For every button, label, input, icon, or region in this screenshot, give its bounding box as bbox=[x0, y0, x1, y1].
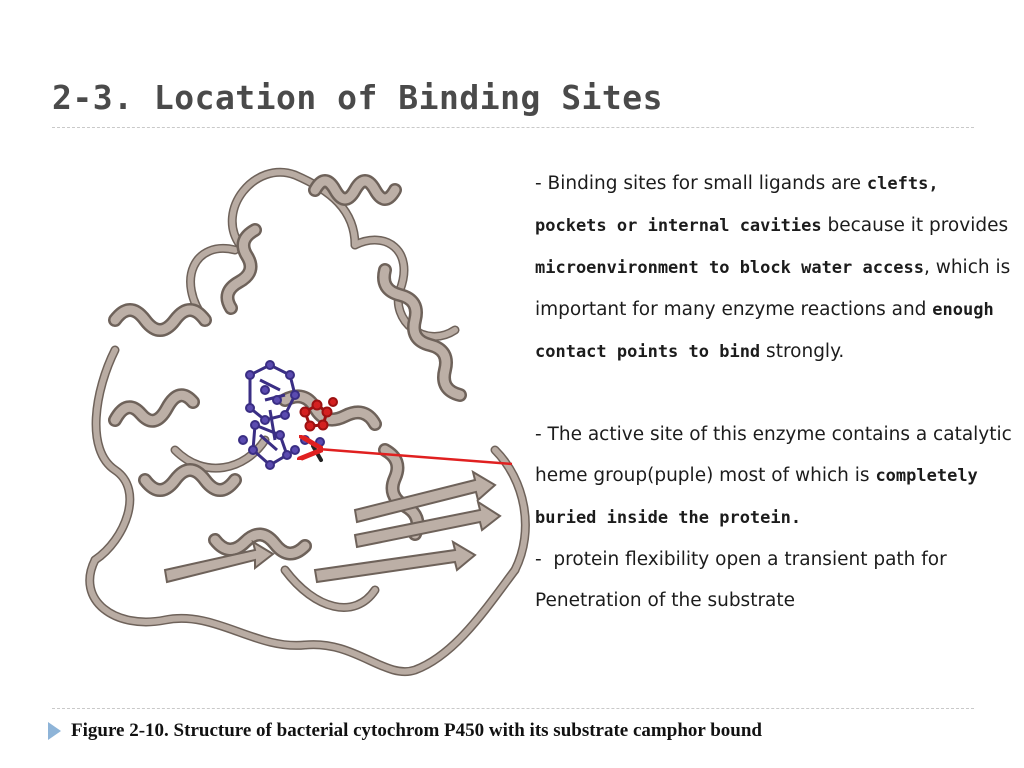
heme-group bbox=[238, 360, 325, 470]
caption-divider bbox=[52, 708, 974, 709]
beta-strands bbox=[163, 469, 502, 584]
paragraph-active-site: - The active site of this enzyme contain… bbox=[535, 424, 1012, 528]
slide-title: 2-3. Location of Binding Sites bbox=[52, 78, 664, 117]
ribbon-loops-fill bbox=[86, 169, 529, 675]
caption-text: Figure 2-10. Structure of bacterial cyto… bbox=[71, 720, 762, 741]
camphor-substrate bbox=[299, 397, 338, 432]
paragraph-spacer bbox=[535, 373, 1020, 414]
paragraph-binding-sites: - Binding sites for small ligands are cl… bbox=[535, 173, 1011, 362]
body-text: - Binding sites for small ligands are cl… bbox=[535, 163, 1020, 621]
alpha-helices-fill bbox=[110, 176, 465, 558]
figure-caption: Figure 2-10. Structure of bacterial cyto… bbox=[48, 720, 1008, 742]
protein-structure-figure bbox=[55, 150, 540, 700]
cytochrome-p450-ribbon-illustration bbox=[85, 167, 530, 677]
triangle-bullet-icon bbox=[48, 722, 61, 740]
side-chain-stub bbox=[311, 444, 323, 462]
title-divider bbox=[52, 127, 974, 128]
paragraph-flexibility: - protein flexibility open a transient p… bbox=[535, 549, 947, 611]
